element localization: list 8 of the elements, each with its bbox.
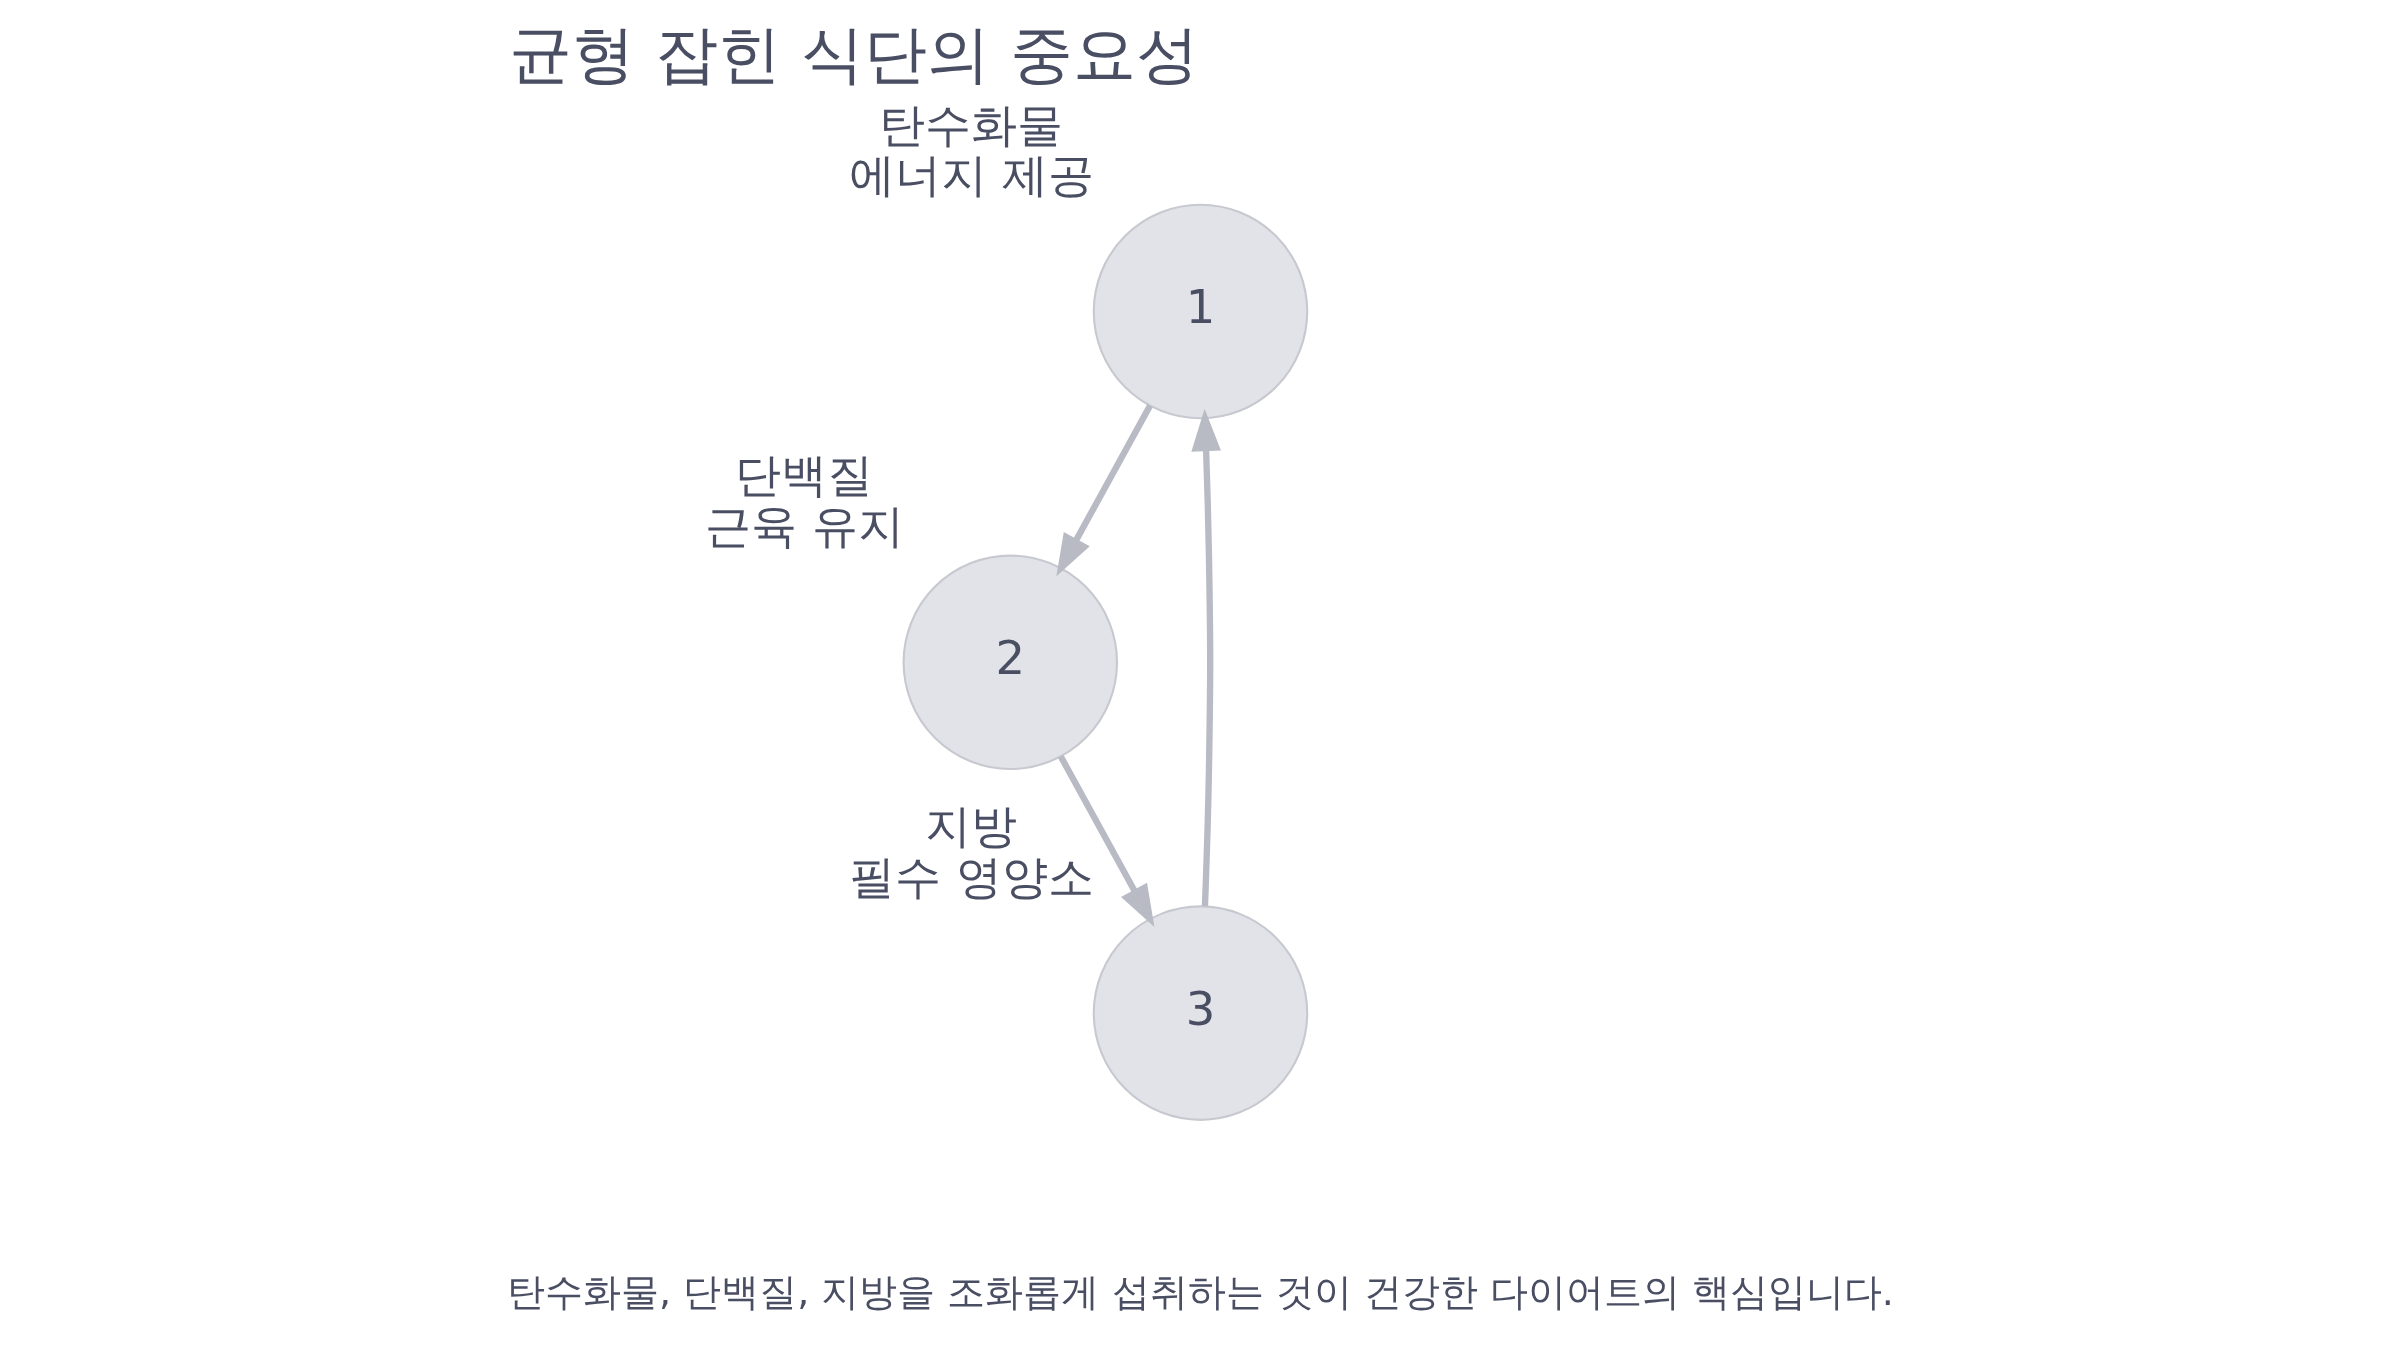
diagram-title: 균형 잡힌 식단의 중요성 <box>508 16 1199 91</box>
arrow <box>1190 408 1221 907</box>
arrow <box>1057 754 1154 928</box>
node-circle: 2 <box>902 554 1118 771</box>
arrow <box>1055 404 1153 577</box>
node-circle: 3 <box>1092 905 1308 1121</box>
node-circle: 1 <box>1092 203 1308 420</box>
caption: 탄수화물, 단백질, 지방을 조화롭게 섭취하는 것이 건강한 다이어트의 핵심입니다. <box>506 1269 1894 1314</box>
